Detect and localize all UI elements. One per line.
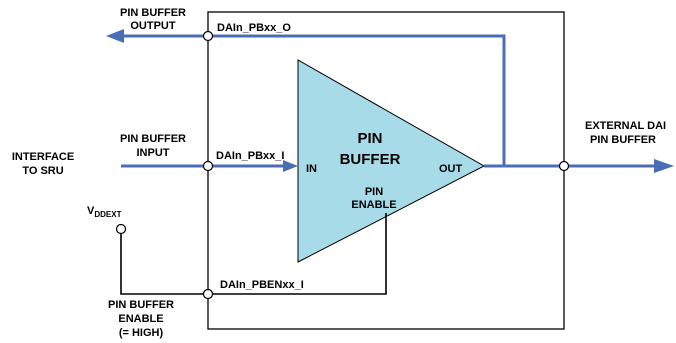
input-arrowhead bbox=[283, 160, 298, 172]
output-feedback-wire bbox=[121, 34, 506, 166]
pb-enable-label-line2: ENABLE bbox=[118, 313, 163, 325]
external-label-line2: PIN BUFFER bbox=[590, 134, 656, 146]
pb-enable-label-line3: (= HIGH) bbox=[119, 327, 164, 339]
vddext-node bbox=[115, 223, 127, 235]
interface-label-line1: INTERFACE bbox=[12, 151, 74, 163]
pin-buffer-triangle bbox=[297, 59, 486, 263]
output-node bbox=[202, 30, 214, 42]
input-node bbox=[202, 160, 214, 172]
external-arrowhead bbox=[654, 159, 674, 173]
buffer-title-line2: BUFFER bbox=[340, 151, 401, 168]
external-label-line1: EXTERNAL DAI bbox=[585, 120, 666, 132]
buffer-enable-label-line1: PIN bbox=[365, 186, 383, 198]
vddext-label: VDDEXT bbox=[87, 205, 122, 219]
pb-input-label-line2: INPUT bbox=[137, 147, 170, 159]
vddext-subscript: DDEXT bbox=[94, 210, 121, 219]
interface-label-line2: TO SRU bbox=[22, 165, 63, 177]
external-node bbox=[558, 160, 570, 172]
signal-input-name: DAIn_PBxx_I bbox=[216, 150, 284, 162]
buffer-in-label: IN bbox=[306, 163, 317, 175]
pb-output-label-line2: OUTPUT bbox=[130, 20, 176, 32]
enable-wire bbox=[120, 213, 387, 295]
buffer-out-label: OUT bbox=[439, 163, 463, 175]
pb-input-label-line1: PIN BUFFER bbox=[120, 133, 186, 145]
pb-enable-label-line1: PIN BUFFER bbox=[108, 299, 174, 311]
signal-enable-name: DAIn_PBENxx_I bbox=[220, 279, 304, 291]
enable-node bbox=[202, 288, 214, 300]
buffer-enable-label-line2: ENABLE bbox=[351, 199, 396, 211]
pb-output-label-line1: PIN BUFFER bbox=[120, 7, 186, 19]
buffer-title-line1: PIN bbox=[357, 130, 382, 147]
signal-output-name: DAIn_PBxx_O bbox=[217, 22, 291, 34]
vddext-main: V bbox=[87, 205, 95, 217]
output-arrowhead bbox=[106, 29, 124, 43]
